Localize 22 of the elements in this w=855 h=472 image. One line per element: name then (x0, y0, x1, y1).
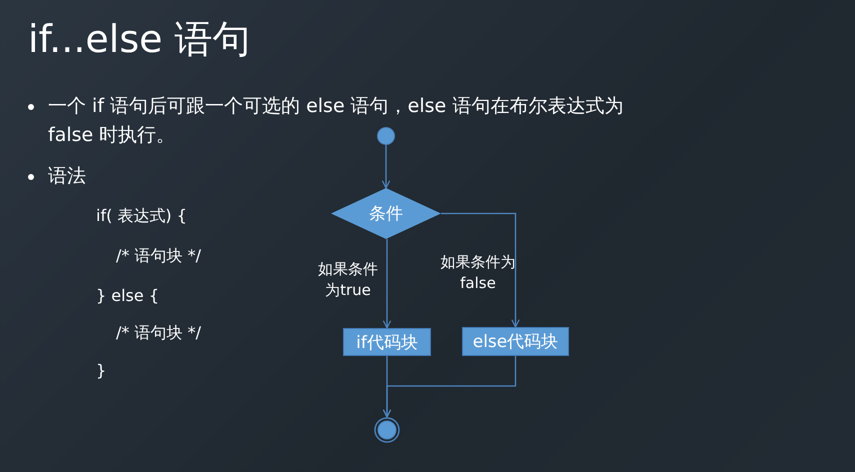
end-node (374, 417, 400, 443)
arrow (382, 239, 392, 329)
code-line: } else { (96, 286, 159, 305)
arrow (382, 356, 516, 418)
node-text: 条件 (369, 203, 403, 225)
process-box (462, 327, 569, 356)
bullet-text: 一个 if 语句后可跟一个可选的 else 语句，else 语句在布尔表达式为 false 时执行。 (48, 94, 624, 148)
bullet-heading: 语法 (48, 164, 87, 189)
process-box (343, 328, 431, 356)
code-line: if( 表达式) { (96, 206, 187, 227)
code-line: /* 语句块 */ (116, 246, 201, 267)
node-text: if代码块 (356, 332, 418, 354)
title: if...else 语句 (28, 16, 251, 63)
code-line: } (96, 361, 106, 380)
edge-label: 如果条件为false (440, 252, 516, 294)
node-text: else代码块 (472, 331, 558, 353)
start-node (377, 127, 395, 145)
code-line: /* 语句块 */ (116, 323, 201, 344)
decision-diamond (331, 188, 441, 239)
arrow (441, 212, 520, 328)
arrow (382, 145, 390, 189)
edge-label: 如果条件为true (317, 259, 379, 301)
